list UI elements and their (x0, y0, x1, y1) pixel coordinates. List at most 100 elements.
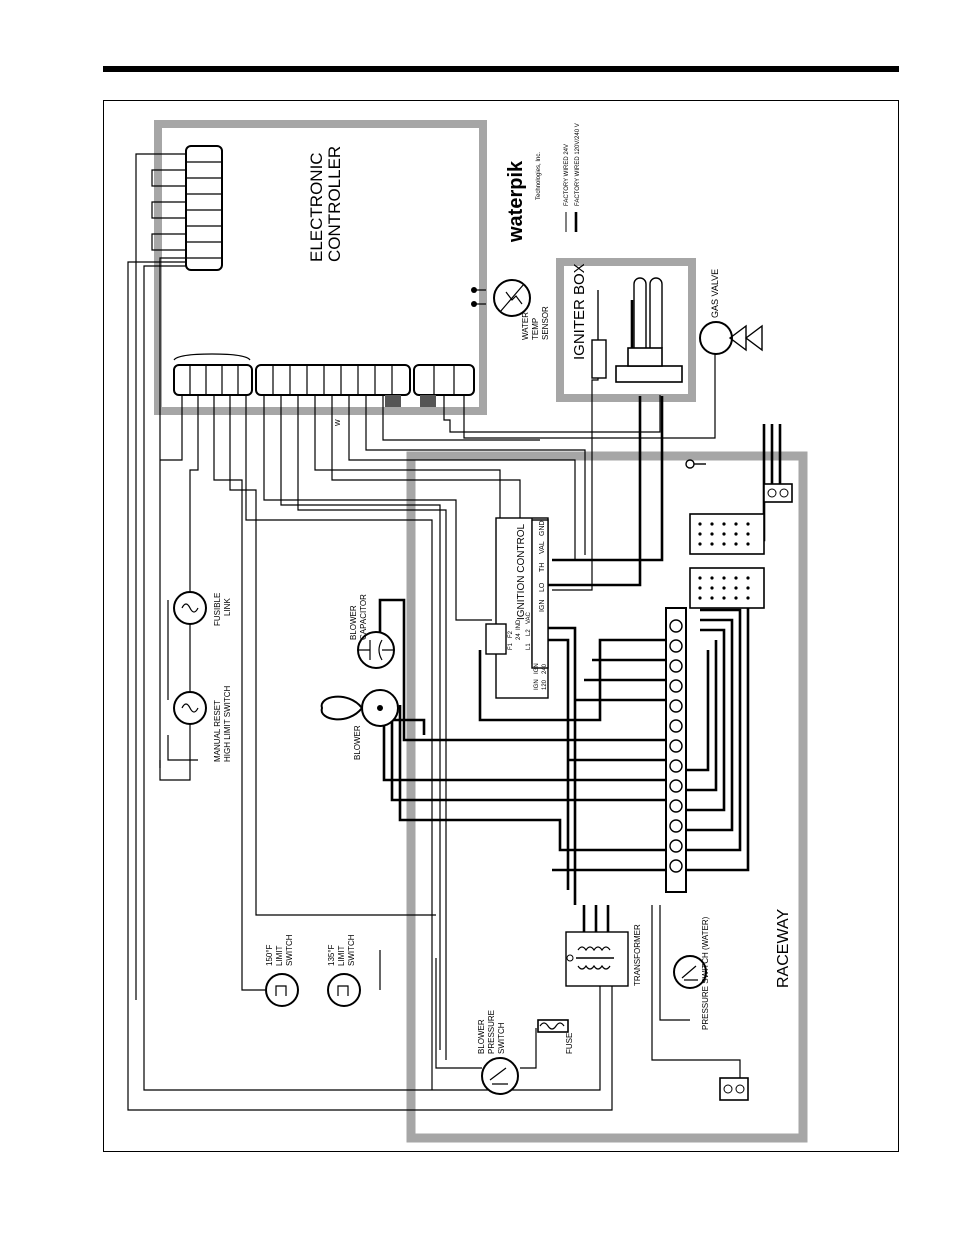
header-rule (103, 66, 899, 72)
svg-text:150°F: 150°F (265, 944, 274, 966)
svg-text:W: W (335, 419, 342, 426)
label-limit-150: 150°F LIMIT SWITCH (265, 934, 294, 966)
svg-text:135°F: 135°F (327, 944, 336, 966)
svg-text:HIGH LIMIT SWITCH: HIGH LIMIT SWITCH (223, 685, 232, 762)
svg-text:PRESSURE: PRESSURE (487, 1010, 496, 1054)
svg-text:IGNITION CONTROL: IGNITION CONTROL (516, 523, 527, 620)
label-manual-reset: MANUAL RESET HIGH LIMIT SWITCH (213, 685, 232, 762)
label-limit-135: 135°F LIMIT SWITCH (327, 934, 356, 966)
igniter-element (591, 277, 683, 383)
svg-text:PRESSURE SWITCH (WATER): PRESSURE SWITCH (WATER) (701, 916, 710, 1030)
label-igniter-box: IGNITER BOX (571, 263, 588, 360)
svg-text:BLOWER: BLOWER (477, 1019, 486, 1054)
svg-text:IGNITER BOX: IGNITER BOX (571, 263, 588, 360)
svg-text:SENSOR: SENSOR (541, 306, 550, 340)
svg-text:SWITCH: SWITCH (285, 934, 294, 966)
power-terminal-connector (763, 483, 793, 503)
controller-bottom-connector-a (173, 353, 253, 396)
svg-text:WATER: WATER (521, 312, 530, 340)
raceway-enclosure (406, 451, 808, 1143)
ground-symbol (685, 459, 706, 469)
label-blower: BLOWER (353, 725, 362, 760)
svg-text:LO: LO (539, 582, 546, 592)
label-water-temp-sensor: WATER TEMP SENSOR (521, 306, 550, 340)
fuse-symbol (537, 1019, 569, 1033)
svg-text:TH: TH (539, 563, 546, 572)
label-gas-valve: GAS VALVE (710, 269, 720, 318)
svg-text:GND: GND (539, 520, 546, 536)
electronic-controller-box (154, 120, 487, 415)
waterpik-logo: waterpik (505, 160, 527, 243)
label-wire-w: W (335, 419, 342, 426)
label-pressure-switch-water: PRESSURE SWITCH (WATER) (701, 916, 710, 1030)
legend-thick-label: FACTORY WIRED 120V/240 V (575, 123, 581, 206)
gas-valve-symbol (699, 321, 763, 355)
svg-text:LIMIT: LIMIT (275, 945, 284, 966)
svg-text:L2: L2 (526, 629, 532, 636)
svg-text:MANUAL RESET: MANUAL RESET (213, 700, 222, 762)
label-electronic-controller: ELECTRONIC CONTROLLER (307, 146, 344, 262)
svg-text:LIMIT: LIMIT (337, 945, 346, 966)
fusible-link-symbol (173, 591, 207, 625)
transformer-symbol (565, 931, 629, 987)
controller-title-line1: ELECTRONIC (307, 152, 326, 262)
svg-text:IGN: IGN (539, 600, 546, 612)
ignition-sub-terminal-labels: 24 IND L1 L2 VAC F1 F2 IGN IGN 120 240 (508, 611, 548, 690)
terminal-block-lower (689, 567, 765, 609)
label-fuse: FUSE (565, 1033, 574, 1054)
svg-text:GAS VALVE: GAS VALVE (710, 269, 720, 318)
igniter-box-enclosure (556, 258, 696, 402)
terminal-block-upper (689, 513, 765, 555)
label-fusible-link: FUSIBLE LINK (213, 593, 232, 626)
logo-brand: waterpik (505, 160, 527, 243)
svg-text:240: 240 (542, 663, 548, 674)
ignition-control-module (485, 517, 549, 699)
limit-switch-135-symbol (327, 973, 361, 1007)
svg-text:FUSIBLE: FUSIBLE (213, 593, 222, 626)
waterpik-logo-sub: Technologies, Inc. (536, 152, 542, 200)
manual-reset-switch-symbol (173, 691, 207, 725)
svg-text:F1: F1 (508, 642, 514, 650)
svg-text:BLOWER: BLOWER (349, 605, 358, 640)
svg-text:RACEWAY: RACEWAY (775, 909, 792, 988)
svg-text:CAPACITOR: CAPACITOR (359, 594, 368, 640)
svg-text:24: 24 (516, 633, 522, 640)
legend-thin-label: FACTORY WIRED 24V (564, 144, 570, 206)
wiring-24v (127, 153, 741, 1111)
label-transformer: TRANSFORMER (633, 924, 642, 986)
svg-text:L1: L1 (526, 643, 532, 650)
svg-text:TEMP: TEMP (531, 318, 540, 340)
svg-text:SWITCH: SWITCH (347, 934, 356, 966)
svg-text:IGN: IGN (534, 663, 540, 674)
controller-title-line2: CONTROLLER (325, 146, 344, 262)
svg-text:SWITCH: SWITCH (497, 1022, 506, 1054)
svg-text:IGN: IGN (534, 679, 540, 690)
svg-text:VAL: VAL (539, 541, 546, 554)
ignition-terminal-labels: IGN LO TH VAL GND (539, 520, 546, 612)
limit-switch-150-symbol (265, 973, 299, 1007)
label-blower-pressure: BLOWER PRESSURE SWITCH (477, 1010, 506, 1054)
svg-text:F2: F2 (508, 630, 514, 638)
controller-bottom-connector-b (255, 364, 411, 396)
svg-text:FUSE: FUSE (565, 1033, 574, 1054)
water-temp-sensor-symbol (471, 279, 531, 317)
svg-text:VAC: VAC (526, 611, 532, 624)
wire-legend: FACTORY WIRED 24V FACTORY WIRED 120V/240… (564, 123, 581, 232)
svg-text:BLOWER: BLOWER (353, 725, 362, 760)
blower-symbol (320, 689, 399, 727)
svg-text:IND: IND (516, 619, 522, 630)
blower-capacitor-symbol (357, 631, 395, 669)
svg-text:TRANSFORMER: TRANSFORMER (633, 924, 642, 986)
logo-sub: Technologies, Inc. (536, 152, 542, 200)
diagram-frame (103, 100, 899, 1152)
svg-text:120: 120 (542, 679, 548, 690)
controller-top-connector (185, 145, 223, 271)
raceway-terminal-strip (665, 607, 687, 893)
blower-pressure-switch-symbol (481, 1057, 519, 1095)
water-pressure-connector (719, 1077, 749, 1101)
label-blower-capacitor: BLOWER CAPACITOR (349, 594, 368, 640)
label-raceway: RACEWAY (775, 909, 792, 988)
svg-text:LINK: LINK (223, 598, 232, 616)
label-ignition-control: IGNITION CONTROL (516, 523, 527, 620)
